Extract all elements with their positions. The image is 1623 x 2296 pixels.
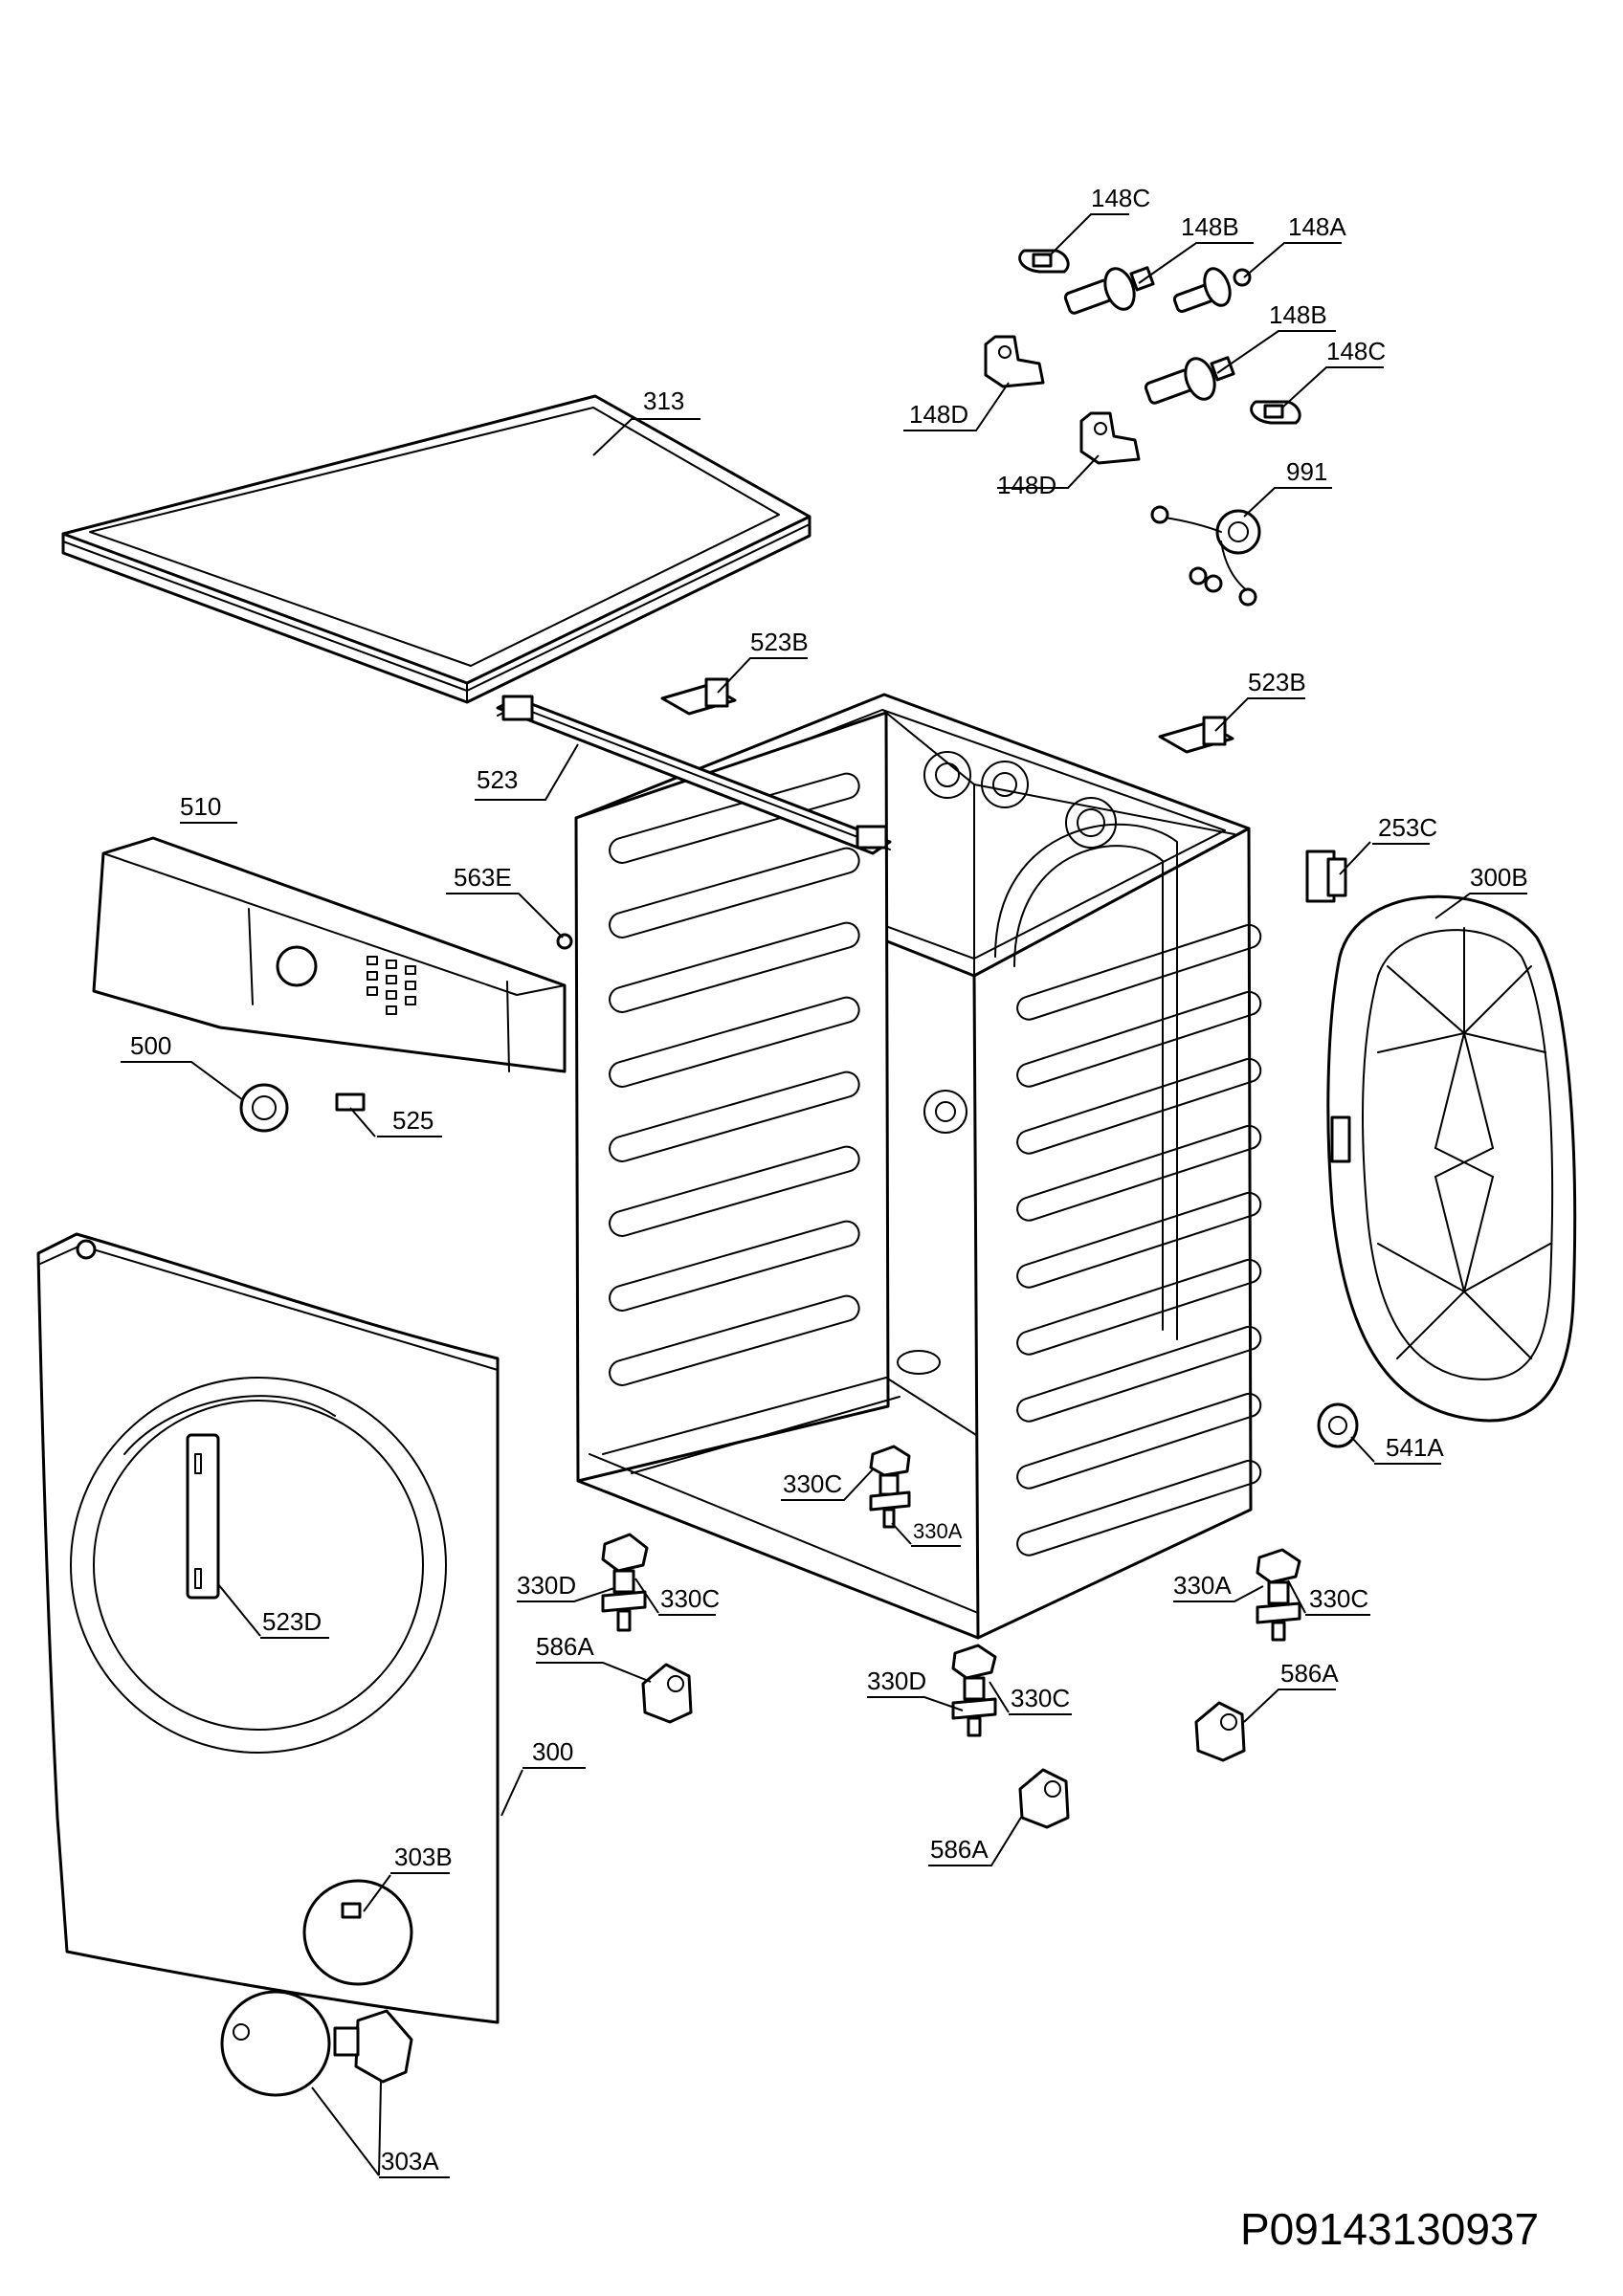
control-panel-buttons xyxy=(367,956,416,1015)
part-300-front-panel xyxy=(36,1232,500,2024)
label-148C-a: 148C xyxy=(1091,184,1150,212)
part-523B-bracket-right xyxy=(1158,716,1234,754)
part-586A-bracket-bottom xyxy=(1018,1768,1070,1829)
part-541A-bushing xyxy=(1317,1402,1359,1448)
label-330A-a: 330A xyxy=(913,1519,963,1543)
label-586A-a: 586A xyxy=(536,1632,594,1661)
label-525: 525 xyxy=(392,1106,434,1135)
label-300B: 300B xyxy=(1470,863,1528,892)
part-148A-valve xyxy=(1172,267,1252,314)
door-frame-spokes xyxy=(1377,927,1551,1359)
label-148D-a: 148D xyxy=(909,400,968,429)
label-148D-b: 148D xyxy=(997,471,1056,499)
part-523B-bracket-left xyxy=(660,677,737,716)
part-148C-clip-b xyxy=(1250,400,1301,425)
part-303B-flap xyxy=(302,1879,413,1986)
part-313-top-cover xyxy=(61,394,812,704)
part-523-top-rail xyxy=(496,695,892,855)
label-253C: 253C xyxy=(1378,813,1437,842)
label-586A-c: 586A xyxy=(930,1835,989,1864)
label-148B-a: 148B xyxy=(1181,212,1239,241)
part-523D-door-hinge xyxy=(186,1433,220,1600)
part-cabinet-body xyxy=(574,693,1262,1640)
foot-cluster-right xyxy=(1256,1548,1301,1642)
label-523B-b: 523B xyxy=(1248,668,1306,696)
label-330C-b: 330C xyxy=(660,1584,720,1613)
part-labels: 148C 148B 148A 148B 148C 148D 148D 991 3… xyxy=(130,184,1528,2175)
label-330C-d: 330C xyxy=(1011,1684,1070,1712)
part-148D-holder-a xyxy=(984,335,1045,388)
part-586A-bracket-right xyxy=(1194,1701,1246,1762)
right-panel-ribs xyxy=(1016,923,1262,1556)
label-500: 500 xyxy=(130,1031,171,1060)
label-523B-a: 523B xyxy=(750,628,809,656)
foot-cluster-center-lower xyxy=(951,1644,997,1737)
label-313: 313 xyxy=(643,386,684,415)
label-330D-b: 330D xyxy=(867,1667,926,1695)
label-510: 510 xyxy=(180,792,221,821)
part-586A-bracket-left xyxy=(641,1663,693,1724)
label-148B-b: 148B xyxy=(1269,300,1327,329)
part-500-knob xyxy=(239,1083,289,1133)
foot-cluster-left xyxy=(601,1533,649,1632)
label-330C-c: 330C xyxy=(1309,1584,1368,1613)
label-991: 991 xyxy=(1286,457,1327,486)
part-303A-flap-assembly xyxy=(220,1990,413,2097)
part-148D-holder-b xyxy=(1079,411,1141,465)
label-300: 300 xyxy=(532,1737,573,1766)
part-148B-valve-b xyxy=(1144,356,1235,405)
part-253C-connector xyxy=(1305,850,1347,903)
part-525-clip xyxy=(335,1093,366,1112)
foot-cluster-center-upper xyxy=(869,1445,911,1529)
leader-lines xyxy=(121,213,1527,2178)
label-330D-a: 330D xyxy=(517,1571,576,1600)
part-563E-screw xyxy=(556,933,573,950)
part-510-control-panel xyxy=(92,836,567,1073)
drawing-code: P09143130937 xyxy=(1240,2204,1539,2254)
part-991-harness xyxy=(1150,505,1261,607)
label-303A: 303A xyxy=(381,2147,439,2175)
part-148C-clip-a xyxy=(1018,249,1070,274)
label-586A-b: 586A xyxy=(1280,1659,1339,1688)
label-330C-a: 330C xyxy=(783,1469,842,1498)
label-148A: 148A xyxy=(1288,212,1346,241)
label-563E: 563E xyxy=(454,863,512,892)
label-523D: 523D xyxy=(262,1607,322,1636)
part-300B-door-frame xyxy=(1326,894,1577,1423)
label-148C-b: 148C xyxy=(1326,337,1386,365)
label-541A: 541A xyxy=(1386,1433,1444,1462)
label-330A-b: 330A xyxy=(1173,1571,1232,1600)
label-523: 523 xyxy=(477,765,518,794)
label-303B: 303B xyxy=(394,1843,453,1871)
part-148B-valve-a xyxy=(1063,266,1155,315)
left-panel-ribs xyxy=(609,772,860,1386)
